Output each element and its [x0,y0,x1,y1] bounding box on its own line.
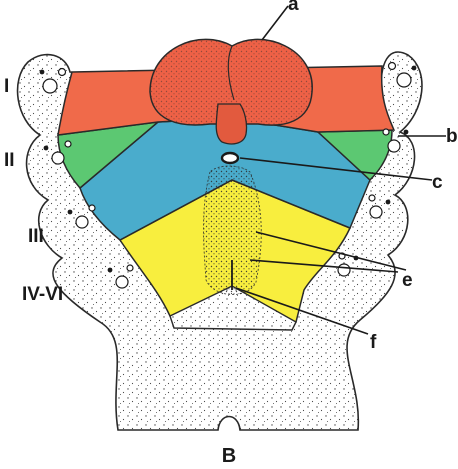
label-arch-3: III [28,226,44,247]
midline-stalk [216,104,246,144]
label-b: b [446,126,458,147]
foramen-ring [222,153,238,163]
panel-label: B [222,445,236,467]
label-a: a [288,0,299,15]
label-arch-2: II [4,150,15,171]
label-arch-4-6: IV-VI [22,284,63,305]
label-c: c [432,172,443,193]
label-e: e [402,270,413,291]
pointer-a-line [262,6,288,40]
label-f: f [370,332,377,353]
label-arch-1: I [4,76,9,97]
